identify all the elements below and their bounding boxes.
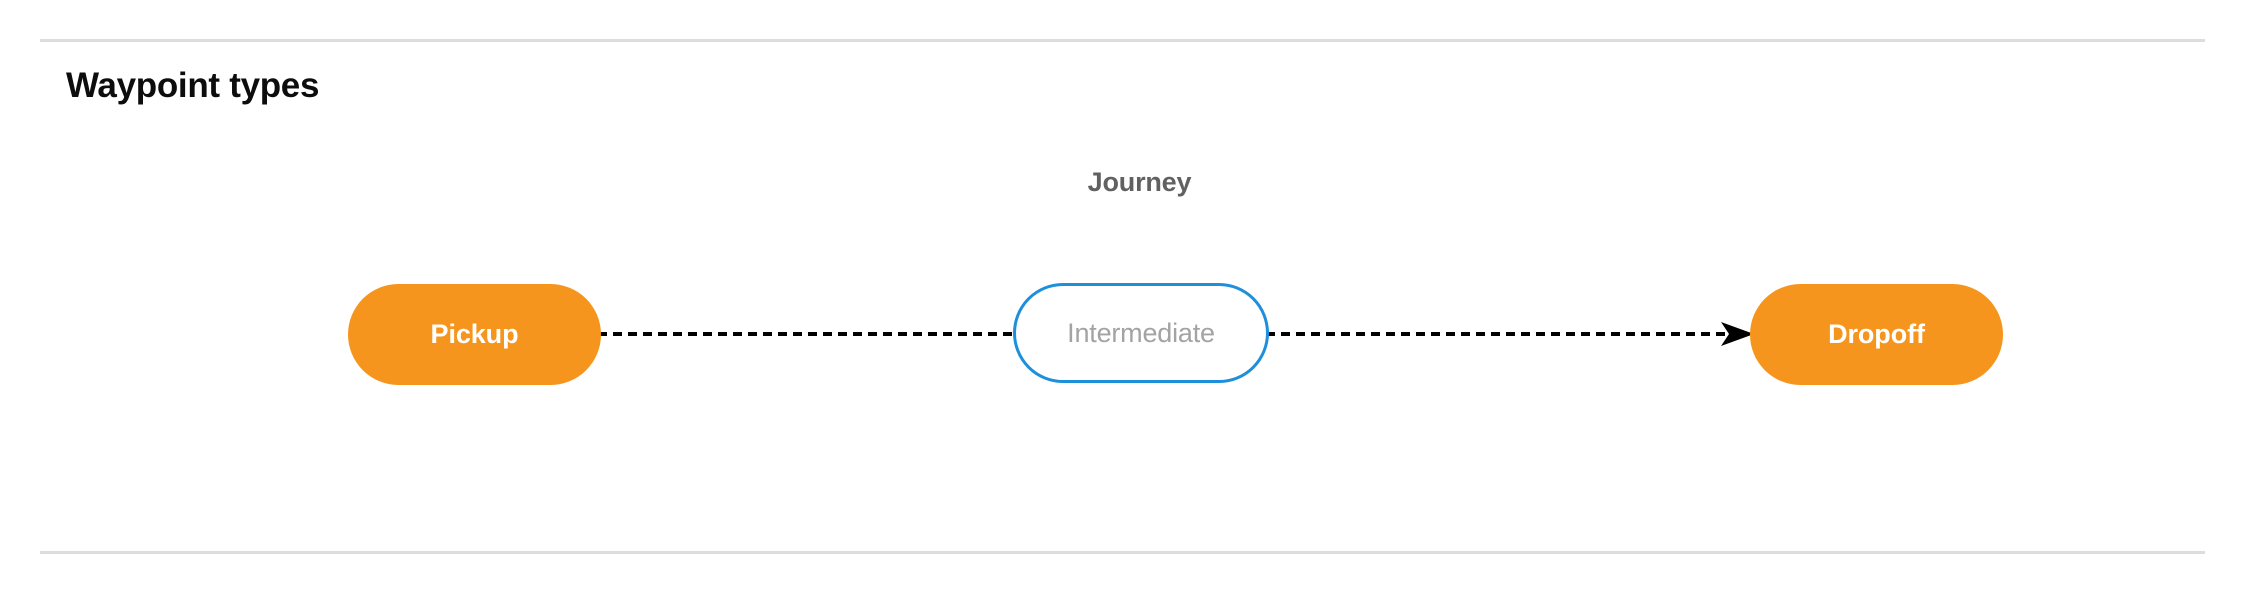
diagram-group-label-text: Journey xyxy=(1087,167,1192,197)
edge-intermediate-to-dropoff xyxy=(1266,322,1754,346)
section-divider-top xyxy=(40,39,2205,42)
node-intermediate[interactable]: Intermediate xyxy=(1013,283,1269,383)
section-divider-bottom xyxy=(40,551,2205,554)
page-title: Waypoint types xyxy=(66,66,320,105)
edge-pickup-to-intermediate xyxy=(598,332,1016,336)
node-dropoff-label: Dropoff xyxy=(1828,319,1925,349)
node-pickup-label: Pickup xyxy=(430,319,519,349)
node-intermediate-label: Intermediate xyxy=(1067,317,1215,348)
arrowhead-icon xyxy=(1721,322,1754,346)
diagram-group-label: Journey xyxy=(0,165,2245,199)
node-dropoff[interactable]: Dropoff xyxy=(1750,284,2003,385)
node-pickup[interactable]: Pickup xyxy=(348,284,601,385)
